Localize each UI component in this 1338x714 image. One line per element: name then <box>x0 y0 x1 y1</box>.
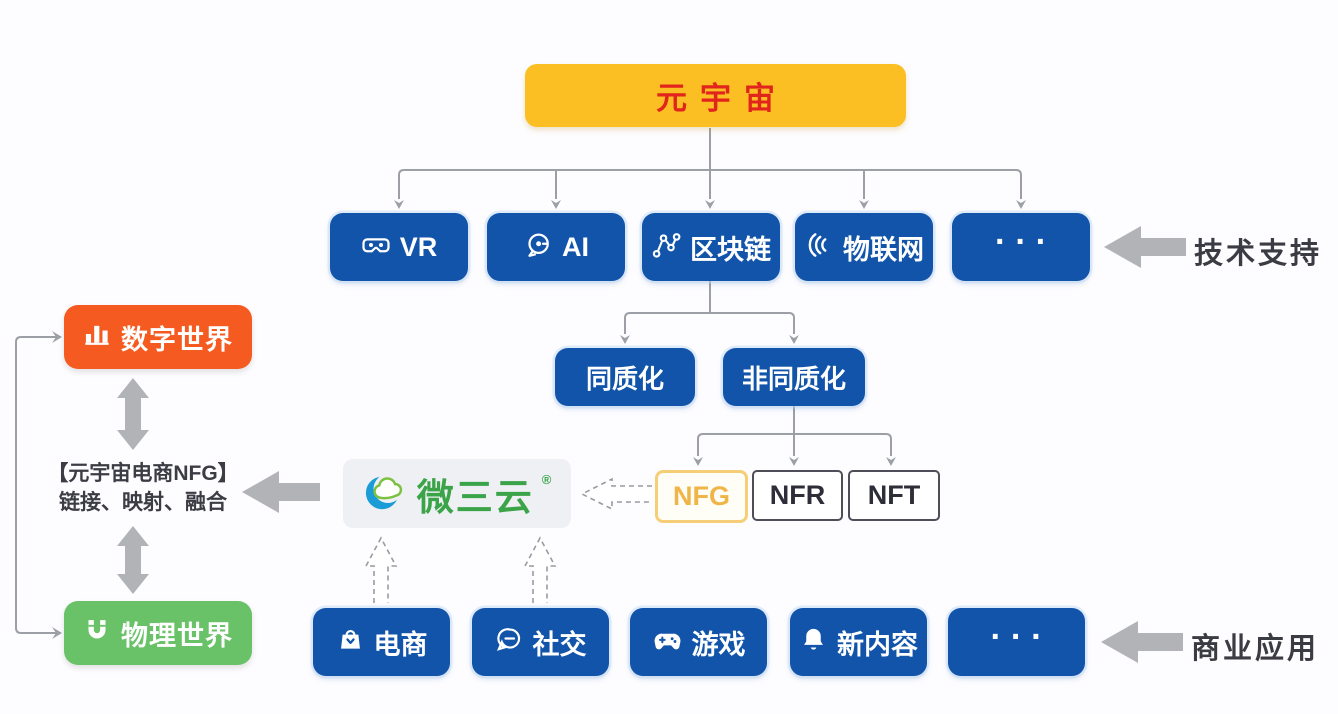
brand-cloud-logo-icon <box>363 469 409 518</box>
tech-node-label: VR <box>399 231 438 262</box>
bridge-subtitle: 链接、映射、融合 <box>59 491 227 514</box>
tech-node-iot: 物联网 <box>795 213 933 281</box>
non-fungible-label: 非同质化 <box>741 363 846 394</box>
digital-bridge-double-arrow-icon <box>117 378 149 450</box>
tech-node-label: 物联网 <box>843 234 924 265</box>
physical-world-node: 物理世界 <box>64 601 252 665</box>
bridge-text: 【元宇宙电商NFG】 链接、映射、融合 <box>30 459 256 517</box>
digital-world-label: 数字世界 <box>121 324 233 355</box>
app-node-label: 社交 <box>532 629 587 660</box>
app-node-social: 社交 <box>472 608 609 676</box>
business-apps-label: 商业应用 <box>1191 633 1320 665</box>
bell-icon <box>799 625 828 659</box>
node-non-fungible: 非同质化 <box>723 348 865 406</box>
tech-node-ai: AI <box>487 213 625 281</box>
root-node-metaverse: 元宇宙 <box>525 64 906 127</box>
registered-mark: ® <box>541 472 552 487</box>
token-box-nfr: NFR <box>752 470 843 521</box>
bar-chart-icon <box>83 320 111 355</box>
tech-node-label: AI <box>562 231 589 262</box>
token-box-nfg: NFG <box>655 470 748 523</box>
app-node-label: 新内容 <box>837 629 918 660</box>
brand-card-weisanyun: 微三云 ® <box>343 459 571 528</box>
magnet-icon <box>83 616 111 651</box>
token-label: NFT <box>867 480 921 510</box>
ellipsis-label: ··· <box>995 223 1056 261</box>
tech-node-blockchain: 区块链 <box>642 213 780 281</box>
app-node-more: ··· <box>948 608 1085 676</box>
iot-waves-icon <box>804 230 834 265</box>
ecommerce-to-brand-dashed-arrow-icon <box>364 536 398 603</box>
bridge-title: 【元宇宙电商NFG】 <box>47 462 239 485</box>
gamepad-icon <box>652 624 683 660</box>
nfg-to-brand-dashed-arrow-icon <box>580 477 652 511</box>
ellipsis-label: ··· <box>990 618 1052 656</box>
app-node-games: 游戏 <box>630 608 767 676</box>
business-apps-arrow-icon <box>1101 621 1183 663</box>
ai-brain-icon <box>523 230 553 265</box>
chat-bubble-icon <box>495 625 524 659</box>
app-node-label: 电商 <box>373 629 428 660</box>
tech-node-more: ··· <box>952 213 1090 281</box>
vr-headset-icon <box>361 230 391 265</box>
node-fungible: 同质化 <box>555 348 695 406</box>
digital-world-node: 数字世界 <box>64 305 252 369</box>
token-label: NFR <box>769 480 826 510</box>
app-node-label: 游戏 <box>691 629 746 660</box>
physical-world-label: 物理世界 <box>121 620 233 651</box>
token-box-nft: NFT <box>848 470 940 521</box>
tech-node-vr: VR <box>330 213 468 281</box>
app-node-ecommerce: 电商 <box>313 608 450 676</box>
token-label: NFG <box>673 481 730 511</box>
social-to-brand-dashed-arrow-icon <box>523 536 557 603</box>
root-node-label: 元宇宙 <box>656 81 788 116</box>
brand-to-bridge-arrow-icon <box>242 471 320 513</box>
tech-support-arrow-icon <box>1104 226 1186 268</box>
tech-node-label: 区块链 <box>690 234 771 265</box>
fungible-label: 同质化 <box>585 363 664 394</box>
app-node-new-content: 新内容 <box>790 608 927 676</box>
blockchain-nodes-icon <box>651 230 681 265</box>
brand-name-label: 微三云 <box>416 476 534 518</box>
tech-support-label: 技术支持 <box>1194 238 1323 270</box>
bridge-physical-double-arrow-icon <box>117 526 149 594</box>
shopping-bag-icon <box>336 625 365 659</box>
